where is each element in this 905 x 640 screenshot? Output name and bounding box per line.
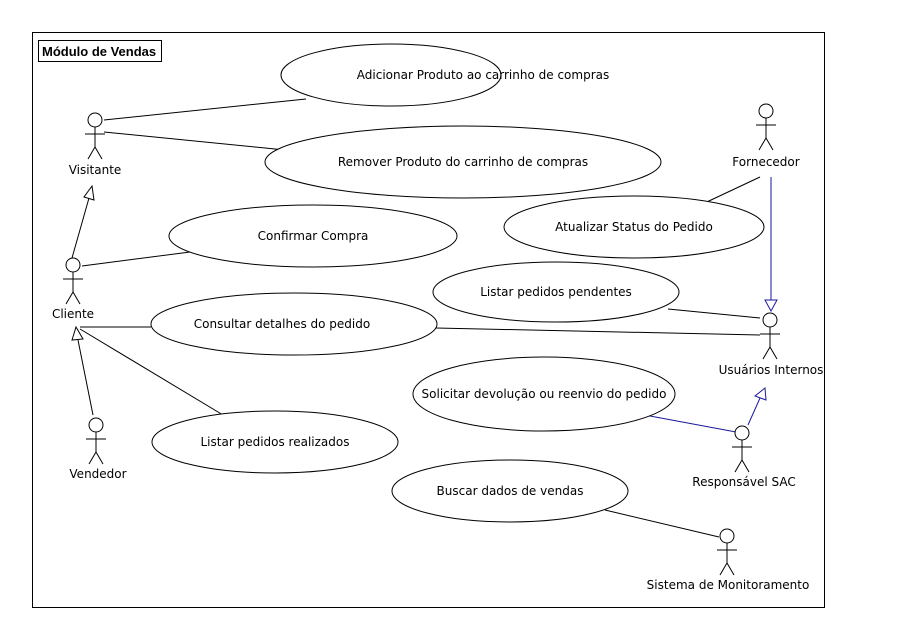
actor-visitante-label: Visitante bbox=[69, 163, 122, 177]
actor-vendedor-label: Vendedor bbox=[69, 467, 126, 481]
usecase-solicitar-label: Solicitar devolução ou reenvio do pedido bbox=[422, 387, 667, 401]
actor-fornecedor-label: Fornecedor bbox=[732, 155, 799, 169]
usecase-consultar-label: Consultar detalhes do pedido bbox=[194, 317, 370, 331]
use-cases bbox=[150, 43, 765, 523]
gen-cliente-visitante-arrow bbox=[83, 184, 95, 201]
assoc-cliente-confirmar bbox=[81, 251, 191, 267]
gen-sac-usuarios-line bbox=[747, 397, 761, 426]
gen-vendedor-cliente-arrow bbox=[71, 325, 84, 341]
use-case-labels: Adicionar Produto ao carrinho de compras… bbox=[194, 68, 713, 498]
usecase-remover-label: Remover Produto do carrinho de compras bbox=[338, 155, 588, 169]
actor-fornecedor[interactable] bbox=[756, 103, 776, 151]
usecase-buscar-dados[interactable] bbox=[391, 459, 629, 523]
assoc-sistema-buscar bbox=[604, 509, 720, 538]
actor-visitante[interactable] bbox=[85, 112, 105, 160]
usecase-adicionar-produto[interactable] bbox=[280, 43, 502, 107]
actor-sistema-monitoramento[interactable] bbox=[717, 528, 737, 576]
usecase-atualizar-label: Atualizar Status do Pedido bbox=[555, 220, 713, 234]
usecase-listar-realizados[interactable] bbox=[151, 410, 399, 474]
assoc-consultar-usuarios bbox=[435, 327, 761, 336]
usecase-confirmar-label: Confirmar Compra bbox=[258, 229, 369, 243]
gen-cliente-visitante-line bbox=[71, 197, 90, 259]
system-boundary bbox=[32, 32, 825, 608]
assoc-visitante-adicionar bbox=[103, 98, 307, 121]
actor-sistema-label: Sistema de Monitoramento bbox=[647, 578, 810, 592]
assoc-pendentes-usuarios bbox=[667, 308, 761, 319]
actor-vendedor[interactable] bbox=[86, 417, 106, 465]
usecase-listar-pendentes[interactable] bbox=[432, 261, 680, 323]
actor-cliente-label: Cliente bbox=[52, 307, 94, 321]
usecase-buscar-label: Buscar dados de vendas bbox=[437, 484, 584, 498]
actor-cliente[interactable] bbox=[63, 257, 83, 305]
actor-labels: Visitante Cliente Vendedor Fornecedor Us… bbox=[52, 155, 823, 592]
actor-responsavel-sac[interactable] bbox=[732, 425, 752, 473]
actors bbox=[63, 103, 780, 576]
assoc-sac-solicitar bbox=[649, 415, 737, 433]
usecase-remover-produto[interactable] bbox=[264, 125, 662, 199]
assoc-cliente-listar-realizados bbox=[79, 328, 229, 419]
usecase-realizados-label: Listar pedidos realizados bbox=[201, 435, 350, 449]
usecase-atualizar-status[interactable] bbox=[503, 195, 765, 259]
usecase-consultar-detalhes[interactable] bbox=[150, 292, 438, 356]
usecase-solicitar-devolucao[interactable] bbox=[412, 356, 676, 432]
actor-usuarios-label: Usuários Internos bbox=[719, 363, 824, 377]
gen-sac-usuarios-arrow bbox=[753, 387, 767, 401]
actor-usuarios-internos[interactable] bbox=[760, 312, 780, 360]
usecase-confirmar-compra[interactable] bbox=[168, 204, 458, 268]
gen-fornecedor-usuarios-arrow bbox=[764, 299, 778, 313]
frame-title: Módulo de Vendas bbox=[42, 44, 156, 59]
frame-title-box bbox=[38, 40, 162, 62]
gen-vendedor-cliente-line bbox=[77, 339, 94, 416]
generalizations bbox=[71, 177, 778, 433]
assoc-visitante-remover bbox=[103, 131, 286, 151]
usecase-adicionar-label: Adicionar Produto ao carrinho de compras bbox=[357, 68, 609, 82]
usecase-pendentes-label: Listar pedidos pendentes bbox=[480, 285, 632, 299]
actor-sac-label: Responsável SAC bbox=[692, 475, 795, 489]
